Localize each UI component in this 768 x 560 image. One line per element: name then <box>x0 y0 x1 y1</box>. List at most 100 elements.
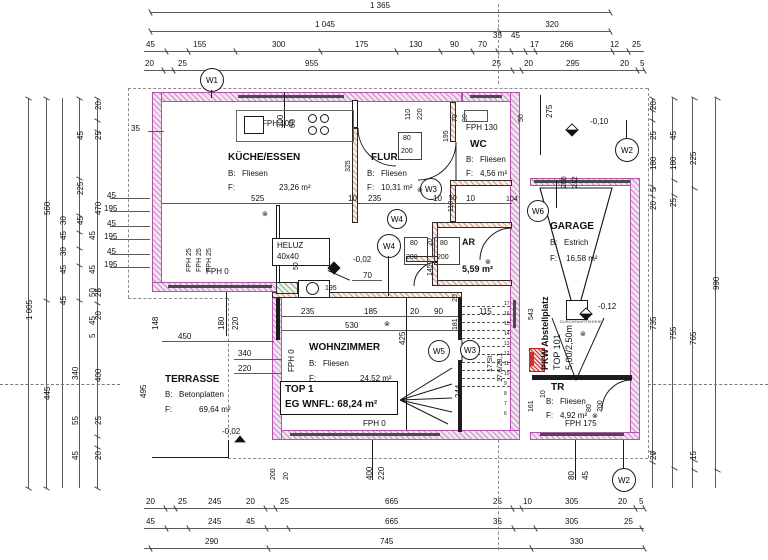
dim-80ar: 80 <box>440 240 448 247</box>
dim-line-left-1 <box>28 98 29 488</box>
dim-50c: 50 <box>449 195 457 202</box>
dim-161: 161 <box>528 400 535 412</box>
room-kueche-surface: Fliesen <box>242 169 268 178</box>
dim-top4-5: 5 <box>640 59 645 68</box>
room-kueche-area: 23,26 m² <box>279 183 311 192</box>
dim-195b: 195 <box>325 285 337 292</box>
room-wc-surface: Fliesen <box>480 155 506 164</box>
dim-bot2-665: 665 <box>385 517 399 526</box>
dim-bot1-25b: 25 <box>280 497 289 506</box>
stair-num-7: 7 <box>504 401 507 407</box>
dim-top3-90: 90 <box>450 40 459 49</box>
marker-w2-bottom: W2 <box>612 468 636 492</box>
dim-235: 235 <box>368 194 382 203</box>
partition-wohnzimmer-top <box>272 292 462 298</box>
room-tr-surface-label: B: <box>546 397 554 406</box>
room-ar-area: 5,59 m² <box>462 264 494 274</box>
room-flur-area: 10,31 m² <box>381 183 413 192</box>
window-wohnzimmer <box>290 433 440 436</box>
stair-num-12: 12 <box>504 351 510 357</box>
outlet-icon-6: ⊗ <box>417 187 423 194</box>
dim-bot1-25: 25 <box>178 497 187 506</box>
dim-275: 275 <box>545 104 554 118</box>
marker-w2-top: W2 <box>615 138 639 162</box>
dim-20w: 20 <box>452 294 459 302</box>
fph-wohn-bottom: FPH 0 <box>363 419 386 428</box>
dim-80tr: 80 <box>586 404 593 412</box>
stamp-wnfl: EG WNFL: 68,24 m² <box>285 399 378 410</box>
stair-num-14: 14 <box>504 331 510 337</box>
room-label-wohnzimmer: WOHNZIMMER <box>309 342 381 353</box>
dim-325: 325 <box>345 160 352 172</box>
outlet-icon-5: ⊗ <box>592 413 598 420</box>
room-garage-area: 16,58 m² <box>566 254 598 263</box>
dim-top3-17: 17 <box>530 40 539 49</box>
dim-top3-300: 300 <box>272 40 286 49</box>
dim-top3-12: 12 <box>610 40 619 49</box>
dim-20a: 20 <box>410 307 419 316</box>
dim-45tr: 45 <box>581 471 590 480</box>
dim-212: 212 <box>572 176 579 188</box>
dim-185: 185 <box>364 307 378 316</box>
dim-495: 495 <box>139 384 148 398</box>
dim-bot2-35: 35 <box>493 517 502 526</box>
stair-num-16: 16 <box>504 311 510 317</box>
dim-bot3-745: 745 <box>380 537 394 546</box>
stair-num-9: 9 <box>504 381 507 387</box>
stamp-top-label: TOP 1 <box>285 384 314 395</box>
room-label-flur: FLUR <box>371 152 398 163</box>
dim-bot1-5: 5 <box>639 497 644 506</box>
stair-num-15: 15 <box>504 321 510 327</box>
garage-wall-bottom <box>530 432 640 440</box>
garage-opening-label: DURCHFAHRTSHÖHE <box>560 319 602 324</box>
column-circle-icon <box>306 282 319 295</box>
partition-wc-bottom <box>450 180 512 186</box>
dim-line-top-total <box>150 12 610 13</box>
stair-num-11: 11 <box>504 361 510 367</box>
room-label-terrasse: TERRASSE <box>165 374 220 385</box>
dim-bot2-45: 45 <box>146 517 155 526</box>
outlet-icon-3: ⊗ <box>485 259 491 266</box>
dim-top4-20c: 20 <box>620 59 629 68</box>
partition-kitchen-flur <box>352 128 358 223</box>
room-wc-surface-label: B: <box>466 155 474 164</box>
dim-20h: 20 <box>283 472 290 480</box>
room-garage-surface: Estrich <box>564 238 589 247</box>
dim-line-right-3 <box>692 98 693 488</box>
window-tr <box>540 433 624 436</box>
level-garage: -0,12 <box>598 302 617 311</box>
dim-top4-20b: 20 <box>524 59 533 68</box>
fph-terrasse: FPH 0 <box>206 267 229 276</box>
dim-bot2-305: 305 <box>565 517 579 526</box>
partition-tr-top <box>532 375 632 380</box>
window-side <box>513 300 516 328</box>
dim-20ar: 20 <box>427 238 434 246</box>
dim-bot1-10: 10 <box>523 497 532 506</box>
dim-104: 104 <box>506 196 518 203</box>
room-tr-surface: Fliesen <box>560 397 586 406</box>
dim-top4-25b: 25 <box>492 59 501 68</box>
dim-10tr: 10 <box>540 390 547 398</box>
heluz-label-line1: HELUZ <box>277 241 304 250</box>
heluz-column <box>276 282 298 294</box>
dim-70: 70 <box>363 271 372 280</box>
dim-10b: 10 <box>433 194 442 203</box>
partition-flur-wc-upper <box>450 102 456 142</box>
level-flur: -0,02 <box>353 255 372 264</box>
room-flur-surface-label: B: <box>367 169 375 178</box>
outlet-icon-1: ⊗ <box>262 211 268 218</box>
fph-wc: FPH 130 <box>466 123 498 132</box>
dim-244: 244 <box>454 384 463 398</box>
dim-line-bottom-3 <box>144 548 644 549</box>
dim-wall-195b: 195 <box>104 232 118 241</box>
dim-top-total: 1 365 <box>369 1 391 10</box>
dim-top3-35: 35 <box>493 31 502 40</box>
room-tr-area: 4,92 m² <box>560 411 588 420</box>
room-garage-area-label: F: <box>550 254 558 263</box>
marker-w6: W6 <box>527 200 549 222</box>
dim-10c: 10 <box>466 194 475 203</box>
dim-bot2-25: 25 <box>624 517 633 526</box>
dim-wall-45a: 45 <box>107 191 116 200</box>
fph-tr: FPH 175 <box>565 419 597 428</box>
dim-line-left-2 <box>46 98 47 488</box>
